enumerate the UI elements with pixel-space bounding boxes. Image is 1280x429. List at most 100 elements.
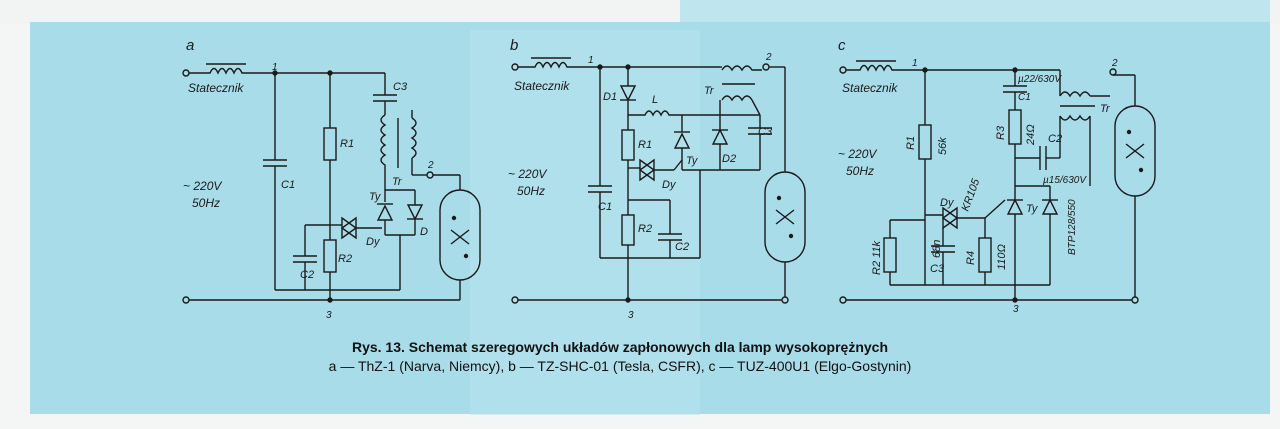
- node-2-terminal: [426, 171, 434, 179]
- node-3-label: 3: [326, 310, 332, 321]
- ballast-inductor: [846, 64, 925, 72]
- r3-value: 24Ω: [1025, 124, 1037, 146]
- lamp-c-electrodes: [1125, 143, 1145, 159]
- terminal-in-bottom: [182, 296, 190, 304]
- transformer-secondary: [410, 117, 417, 159]
- terminal-out-bottom: [1131, 296, 1139, 304]
- c3-label: C3: [758, 126, 773, 138]
- node-1-label: 1: [588, 55, 594, 66]
- ballast-inductor: [518, 61, 600, 69]
- c1-value: µ22/630V: [1018, 74, 1062, 85]
- circuit-a-letter: a: [186, 37, 194, 54]
- node-3-label: 3: [628, 310, 634, 321]
- circuit-c-letter: c: [838, 37, 846, 54]
- thyristor-ty: [1006, 198, 1024, 215]
- terminal-in-top: [511, 63, 519, 71]
- transformer-top: [721, 65, 762, 72]
- dy-label: Dy: [366, 236, 381, 248]
- figure-title: Rys. 13. Schemat szeregowych układów zap…: [351, 339, 889, 355]
- r3-label: R3: [995, 125, 1007, 140]
- c3-label: C3: [393, 81, 408, 93]
- node-2-label: 2: [765, 52, 772, 63]
- c2-label: C2: [300, 269, 314, 281]
- transformer-bottom: [721, 95, 753, 102]
- circuit-b: b Statecznik 1 ~ 220V 50Hz C1 D1 L R1 R2: [508, 37, 806, 321]
- tr-label: Tr: [704, 85, 715, 97]
- ballast-label: Statecznik: [188, 81, 244, 95]
- ballast-label: Statecznik: [514, 79, 570, 93]
- c1-label: C1: [281, 179, 295, 191]
- terminal-out-bottom: [781, 296, 789, 304]
- supply-frequency: 50Hz: [846, 164, 874, 178]
- figure-caption: Rys. 13. Schemat szeregowych układów zap…: [0, 339, 1280, 374]
- diac-dy: [941, 206, 959, 230]
- r2-label: R2 11k: [871, 240, 883, 275]
- node-1-label: 1: [272, 62, 278, 73]
- r1-value: 56k: [937, 137, 949, 155]
- terminal-in-top: [839, 66, 847, 74]
- terminal-in-bottom: [839, 296, 847, 304]
- ty-label: Ty: [686, 155, 699, 167]
- transformer-primary: [380, 114, 387, 190]
- node-2-label: 2: [427, 160, 434, 171]
- circuit-b-letter: b: [510, 37, 518, 54]
- transformer-top: [1059, 91, 1091, 98]
- d2-label: D2: [722, 153, 736, 165]
- thyristor-ty: [673, 132, 691, 149]
- r1-label: R1: [340, 138, 354, 150]
- inductor-l: [628, 110, 700, 117]
- node-3-label: 3: [1013, 304, 1019, 315]
- kr105-label: KR105: [960, 176, 983, 213]
- node-2-label: 2: [1111, 58, 1118, 69]
- r1-label: R1: [905, 136, 917, 150]
- node-1-label: 1: [912, 58, 918, 69]
- lamp-b-electrodes: [775, 209, 795, 225]
- supply-frequency: 50Hz: [517, 184, 545, 198]
- diode-d1: [619, 85, 637, 102]
- resistor-r2: [883, 237, 897, 273]
- dy-label: Dy: [940, 197, 955, 209]
- diac-dy: [340, 216, 358, 240]
- r2-label: R2: [638, 223, 652, 235]
- c1-label: C1: [598, 201, 612, 213]
- ballast-label: Statecznik: [842, 81, 898, 95]
- diode-btp: [1041, 198, 1059, 215]
- terminal-in-bottom: [511, 296, 519, 304]
- c2-label: C2: [1048, 133, 1062, 145]
- resistor-r1: [323, 127, 337, 161]
- resistor-r3: [1008, 109, 1022, 145]
- c1-label: C1: [1018, 92, 1031, 103]
- btp-label: BTP128/550: [1067, 199, 1078, 255]
- resistor-r2: [323, 239, 337, 273]
- lamp-a-electrodes: [450, 229, 470, 245]
- figure-subtitle: a — ThZ-1 (Narva, Niemcy), b — TZ-SHC-01…: [328, 358, 912, 374]
- diac-dy: [638, 158, 656, 182]
- ballast-inductor: [189, 67, 275, 75]
- page-top-tab: [680, 0, 1270, 22]
- supply-voltage: ~ 220V: [508, 167, 547, 181]
- print-bleed-area: [470, 30, 700, 415]
- c2-label: C2: [675, 241, 689, 253]
- lamp-a: [439, 189, 481, 281]
- d-label: D: [420, 226, 428, 238]
- l-label: L: [652, 94, 658, 106]
- terminal-in-top: [182, 69, 190, 77]
- circuit-c: c Statecznik 1 ~ 220V 50Hz R1 56k R2 11k…: [838, 37, 1156, 315]
- diode-d: [406, 204, 424, 221]
- diode-d2: [711, 128, 729, 145]
- node-2-terminal: [1109, 68, 1117, 76]
- resistor-r2: [621, 214, 635, 246]
- r4-label: R4: [965, 251, 977, 265]
- resistor-r1: [621, 129, 635, 161]
- thyristor-ty: [376, 204, 394, 221]
- supply-voltage: ~ 220V: [838, 147, 877, 161]
- r2-label: R2: [338, 253, 352, 265]
- dy-label: Dy: [662, 179, 677, 191]
- d1-label: D1: [603, 91, 617, 103]
- supply-frequency: 50Hz: [192, 196, 220, 210]
- resistor-r4: [978, 237, 992, 273]
- ty-label: Ty: [369, 191, 382, 203]
- transformer-bottom: [1059, 114, 1091, 121]
- supply-voltage: ~ 220V: [183, 179, 222, 193]
